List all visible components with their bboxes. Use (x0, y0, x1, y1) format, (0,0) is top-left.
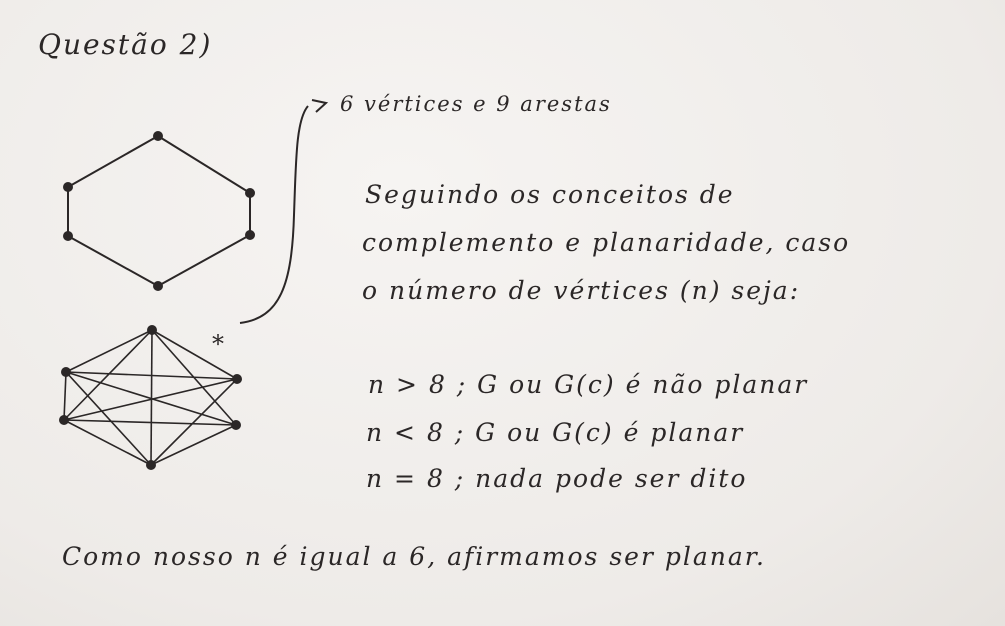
paragraph-line-2: complemento e planaridade, caso (362, 228, 851, 257)
vertex-dot (153, 281, 163, 291)
vertex-dot (63, 231, 73, 241)
vertex-dot (59, 415, 69, 425)
arrow-head-icon (311, 99, 329, 113)
vertex-dot (245, 230, 255, 240)
hexagon-graph (67, 135, 251, 287)
complement-vertices (59, 325, 242, 470)
vertex-dot (147, 325, 157, 335)
hex-edge (157, 135, 251, 194)
vertex-dot (63, 182, 73, 192)
question-title: Questão 2) (38, 28, 213, 61)
side-note: 6 vértices e 9 arestas (340, 92, 612, 116)
hex-edge (67, 135, 159, 188)
case-greater: n > 8 ; G ou G(c) é não planar (368, 370, 809, 399)
comp-edge (63, 419, 237, 426)
vertex-dot (232, 374, 242, 384)
vertex-dot (245, 188, 255, 198)
paragraph-line-3: o número de vértices (n) seja: (362, 276, 801, 305)
case-equal: n = 8 ; nada pode ser dito (366, 464, 748, 493)
complement-graph (63, 329, 238, 466)
comp-edge (65, 371, 152, 466)
comp-edge (63, 329, 153, 421)
comp-edge (151, 329, 238, 380)
comp-edge (63, 419, 152, 466)
asterisk-marker: * (212, 330, 226, 358)
comp-edge (63, 371, 67, 421)
bracket-curve (239, 105, 309, 324)
vertex-dot (146, 460, 156, 470)
comp-edge (150, 378, 238, 466)
comp-edge (150, 329, 153, 466)
vertex-dot (231, 420, 241, 430)
paragraph-line-1: Seguindo os conceitos de (365, 180, 735, 209)
conclusion: Como nosso n é igual a 6, afirmamos ser … (62, 542, 766, 571)
comp-edge (63, 378, 238, 421)
comp-edge (65, 371, 238, 380)
vertex-dot (61, 367, 71, 377)
hexagon-vertices (63, 131, 255, 291)
comp-edge (150, 424, 237, 466)
comp-edge (65, 329, 153, 373)
hex-edge (157, 234, 251, 287)
bracket-arrow (239, 99, 329, 324)
case-less: n < 8 ; G ou G(c) é planar (366, 418, 745, 447)
hex-edge (67, 235, 159, 287)
comp-edge (65, 371, 237, 426)
vertex-dot (153, 131, 163, 141)
